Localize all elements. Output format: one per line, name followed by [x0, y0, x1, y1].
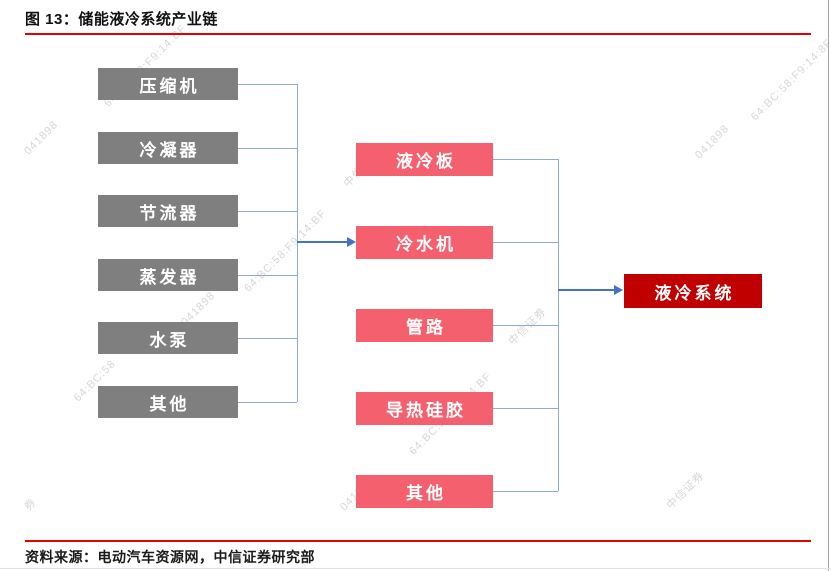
arrow-shaft	[558, 289, 615, 291]
connector-line	[238, 84, 297, 85]
connector-line	[493, 491, 558, 492]
connector-line	[493, 408, 558, 409]
connector-line	[493, 325, 558, 326]
arrow-shaft	[297, 241, 348, 243]
upstream-node-other: 其他	[98, 386, 238, 418]
midstream-node-chiller: 冷水机	[356, 226, 493, 259]
watermark-text: 041898	[22, 118, 61, 158]
upstream-node-condenser: 冷凝器	[98, 132, 238, 164]
midstream-node-piping: 管路	[356, 309, 493, 342]
upstream-node-evaporator: 蒸发器	[98, 259, 238, 291]
page-bottom-border	[0, 568, 831, 569]
upstream-node-pump: 水泵	[98, 322, 238, 354]
watermark-text: 041898	[693, 122, 732, 162]
page-right-border	[828, 0, 829, 571]
midstream-node-other: 其他	[356, 475, 493, 508]
downstream-node-liquid-cooling-system: 液冷系统	[624, 274, 762, 308]
midstream-node-thermal-silica: 导热硅胶	[356, 392, 493, 425]
watermark-text: 券	[22, 496, 40, 514]
upstream-node-compressor: 压缩机	[98, 68, 238, 100]
upstream-node-throttle: 节流器	[98, 195, 238, 227]
figure-title: 图 13：储能液冷系统产业链	[25, 11, 218, 28]
connector-line	[493, 242, 558, 243]
connector-line	[493, 159, 558, 160]
junction-line-left	[297, 84, 298, 402]
watermark-text: 64:BC:58:F9:14:8F	[748, 36, 831, 124]
midstream-node-cooling-plate: 液冷板	[356, 143, 493, 176]
connector-line	[238, 402, 297, 403]
connector-line	[238, 211, 297, 212]
arrow-head-icon	[614, 284, 623, 295]
arrow-head-icon	[347, 236, 356, 247]
connector-line	[238, 338, 297, 339]
connector-line	[238, 275, 297, 276]
connector-line	[238, 148, 297, 149]
source-rule	[25, 540, 811, 542]
watermark-text: 64:BC:58:F9:14:BF	[242, 207, 330, 295]
watermark-text: 中信证券	[664, 469, 707, 512]
watermark-text: 中信证券	[506, 305, 549, 348]
source-text: 资料来源：电动汽车资源网，中信证券研究部	[25, 549, 315, 565]
title-rule	[25, 33, 811, 35]
junction-line-right	[558, 159, 559, 491]
